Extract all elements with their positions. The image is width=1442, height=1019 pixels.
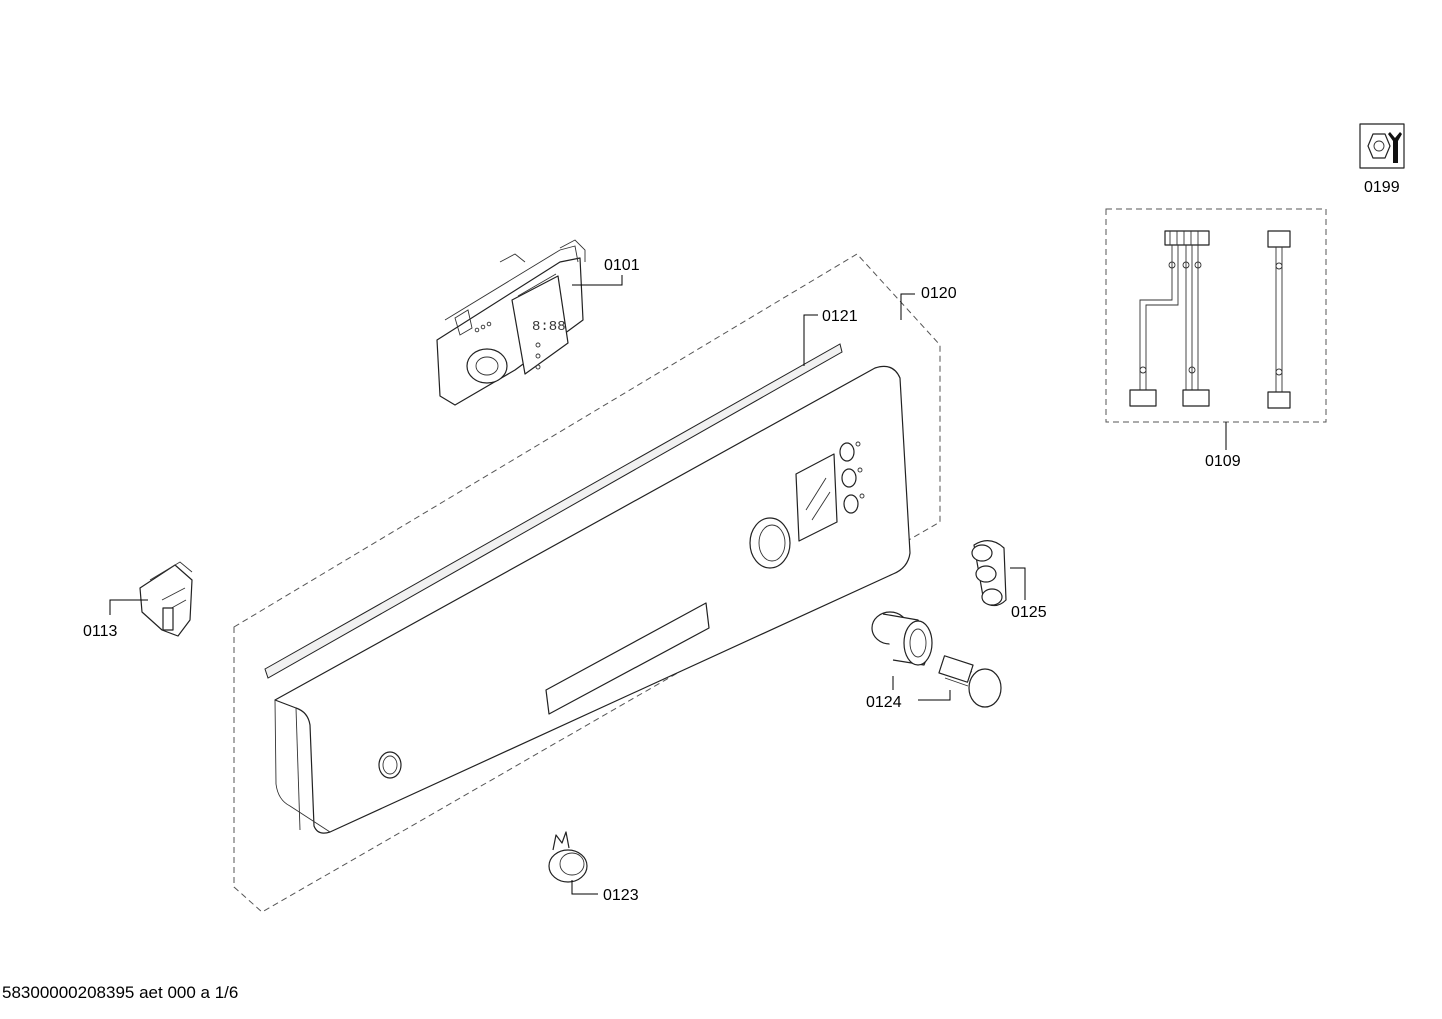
leader-0101 xyxy=(572,275,623,286)
button-set-part xyxy=(971,540,1007,607)
leader-0113 xyxy=(109,599,148,615)
label-0113: 0113 xyxy=(83,623,118,640)
seal-strip xyxy=(264,343,843,679)
label-0120: 0120 xyxy=(921,285,957,302)
bracket-part xyxy=(139,561,193,637)
leader-0125 xyxy=(1010,567,1026,600)
group-outline-0109 xyxy=(1105,208,1327,423)
label-0125: 0125 xyxy=(1011,604,1047,621)
electronic-module: 8:88 xyxy=(436,239,586,406)
label-0121: 0121 xyxy=(822,308,858,325)
rotary-knob-part xyxy=(871,611,1002,708)
label-0123: 0123 xyxy=(603,887,639,904)
svg-text:8:88: 8:88 xyxy=(532,319,566,335)
label-0109: 0109 xyxy=(1205,453,1241,470)
leader-0120 xyxy=(900,293,915,320)
label-0101: 0101 xyxy=(604,257,640,274)
label-0124: 0124 xyxy=(866,694,902,711)
leader-0124b xyxy=(918,690,951,701)
leader-0121 xyxy=(803,314,818,366)
leader-0123 xyxy=(571,880,598,895)
label-0199: 0199 xyxy=(1364,179,1400,196)
group-outline-0120 xyxy=(233,253,941,913)
control-panel-fascia xyxy=(274,365,911,834)
nut-and-wrench-icon xyxy=(1359,123,1405,169)
wiring-harness xyxy=(1129,230,1291,409)
document-code: 58300000208395 aet 000 a 1/6 xyxy=(2,983,238,1002)
push-button-part xyxy=(548,831,588,883)
